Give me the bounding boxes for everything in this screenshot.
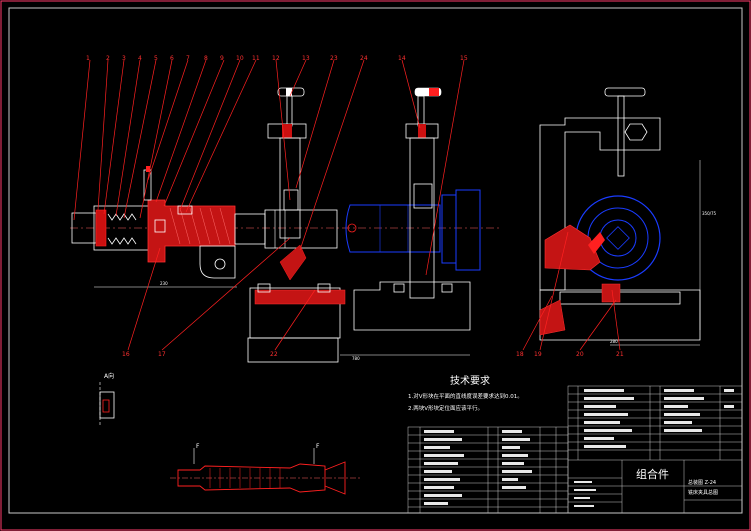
- callout-11: 11: [252, 55, 260, 62]
- title-block: [567, 385, 743, 514]
- callout-7: 7: [186, 55, 190, 62]
- callout-14: 14: [398, 55, 406, 62]
- callout-24: 24: [360, 55, 368, 62]
- title-block-spec-2: 铣床夹具总图: [688, 489, 718, 496]
- callout-18: 18: [516, 351, 524, 358]
- callout-4: 4: [138, 55, 142, 62]
- callout-13: 13: [302, 55, 310, 62]
- callout-21: 21: [616, 351, 624, 358]
- title-block-text: [574, 389, 734, 507]
- tech-req-line-2: 2.两块V形块定位面应该平行。: [408, 404, 483, 412]
- callout-8: 8: [204, 55, 208, 62]
- leader-lines: [73, 59, 621, 351]
- parts-table-left-text: [424, 430, 532, 505]
- callout-17: 17: [158, 351, 166, 358]
- section-a-view: [99, 382, 115, 425]
- callout-20: 20: [576, 351, 584, 358]
- callout-12: 12: [272, 55, 280, 62]
- title-block-name: 组合件: [636, 467, 669, 481]
- workpiece-view: 780: [340, 87, 481, 361]
- side-view: 350/75 280: [539, 87, 717, 346]
- column-view-1: [247, 87, 346, 363]
- callout-22: 22: [270, 351, 278, 358]
- callout-9: 9: [220, 55, 224, 62]
- title-block-spec-1: 总装图 Z-24: [688, 479, 716, 486]
- callout-6: 6: [170, 55, 174, 62]
- callout-10: 10: [236, 55, 244, 62]
- view-f-label-right: F: [316, 443, 320, 450]
- callout-3: 3: [122, 55, 126, 62]
- callout-16: 16: [122, 351, 130, 358]
- tech-req-title: 技术要求: [450, 374, 490, 387]
- callout-15: 15: [460, 55, 468, 62]
- callout-19: 19: [534, 351, 542, 358]
- svg-text:780: 780: [352, 356, 360, 361]
- svg-text:230: 230: [160, 281, 168, 286]
- f-view: [170, 448, 360, 495]
- left-assembly-view: 230: [70, 166, 500, 288]
- tech-req-line-1: 1.对V形块在平面的直线度误差要求达到0.01。: [408, 392, 523, 400]
- svg-text:280: 280: [610, 339, 618, 344]
- callout-2: 2: [106, 55, 110, 62]
- section-a-label: A向: [104, 372, 114, 380]
- callout-1: 1: [86, 55, 90, 62]
- view-f-label-left: F: [196, 443, 200, 450]
- callout-5: 5: [154, 55, 158, 62]
- svg-text:350/75: 350/75: [702, 211, 717, 216]
- callout-23: 23: [330, 55, 338, 62]
- inner-border: [8, 7, 743, 514]
